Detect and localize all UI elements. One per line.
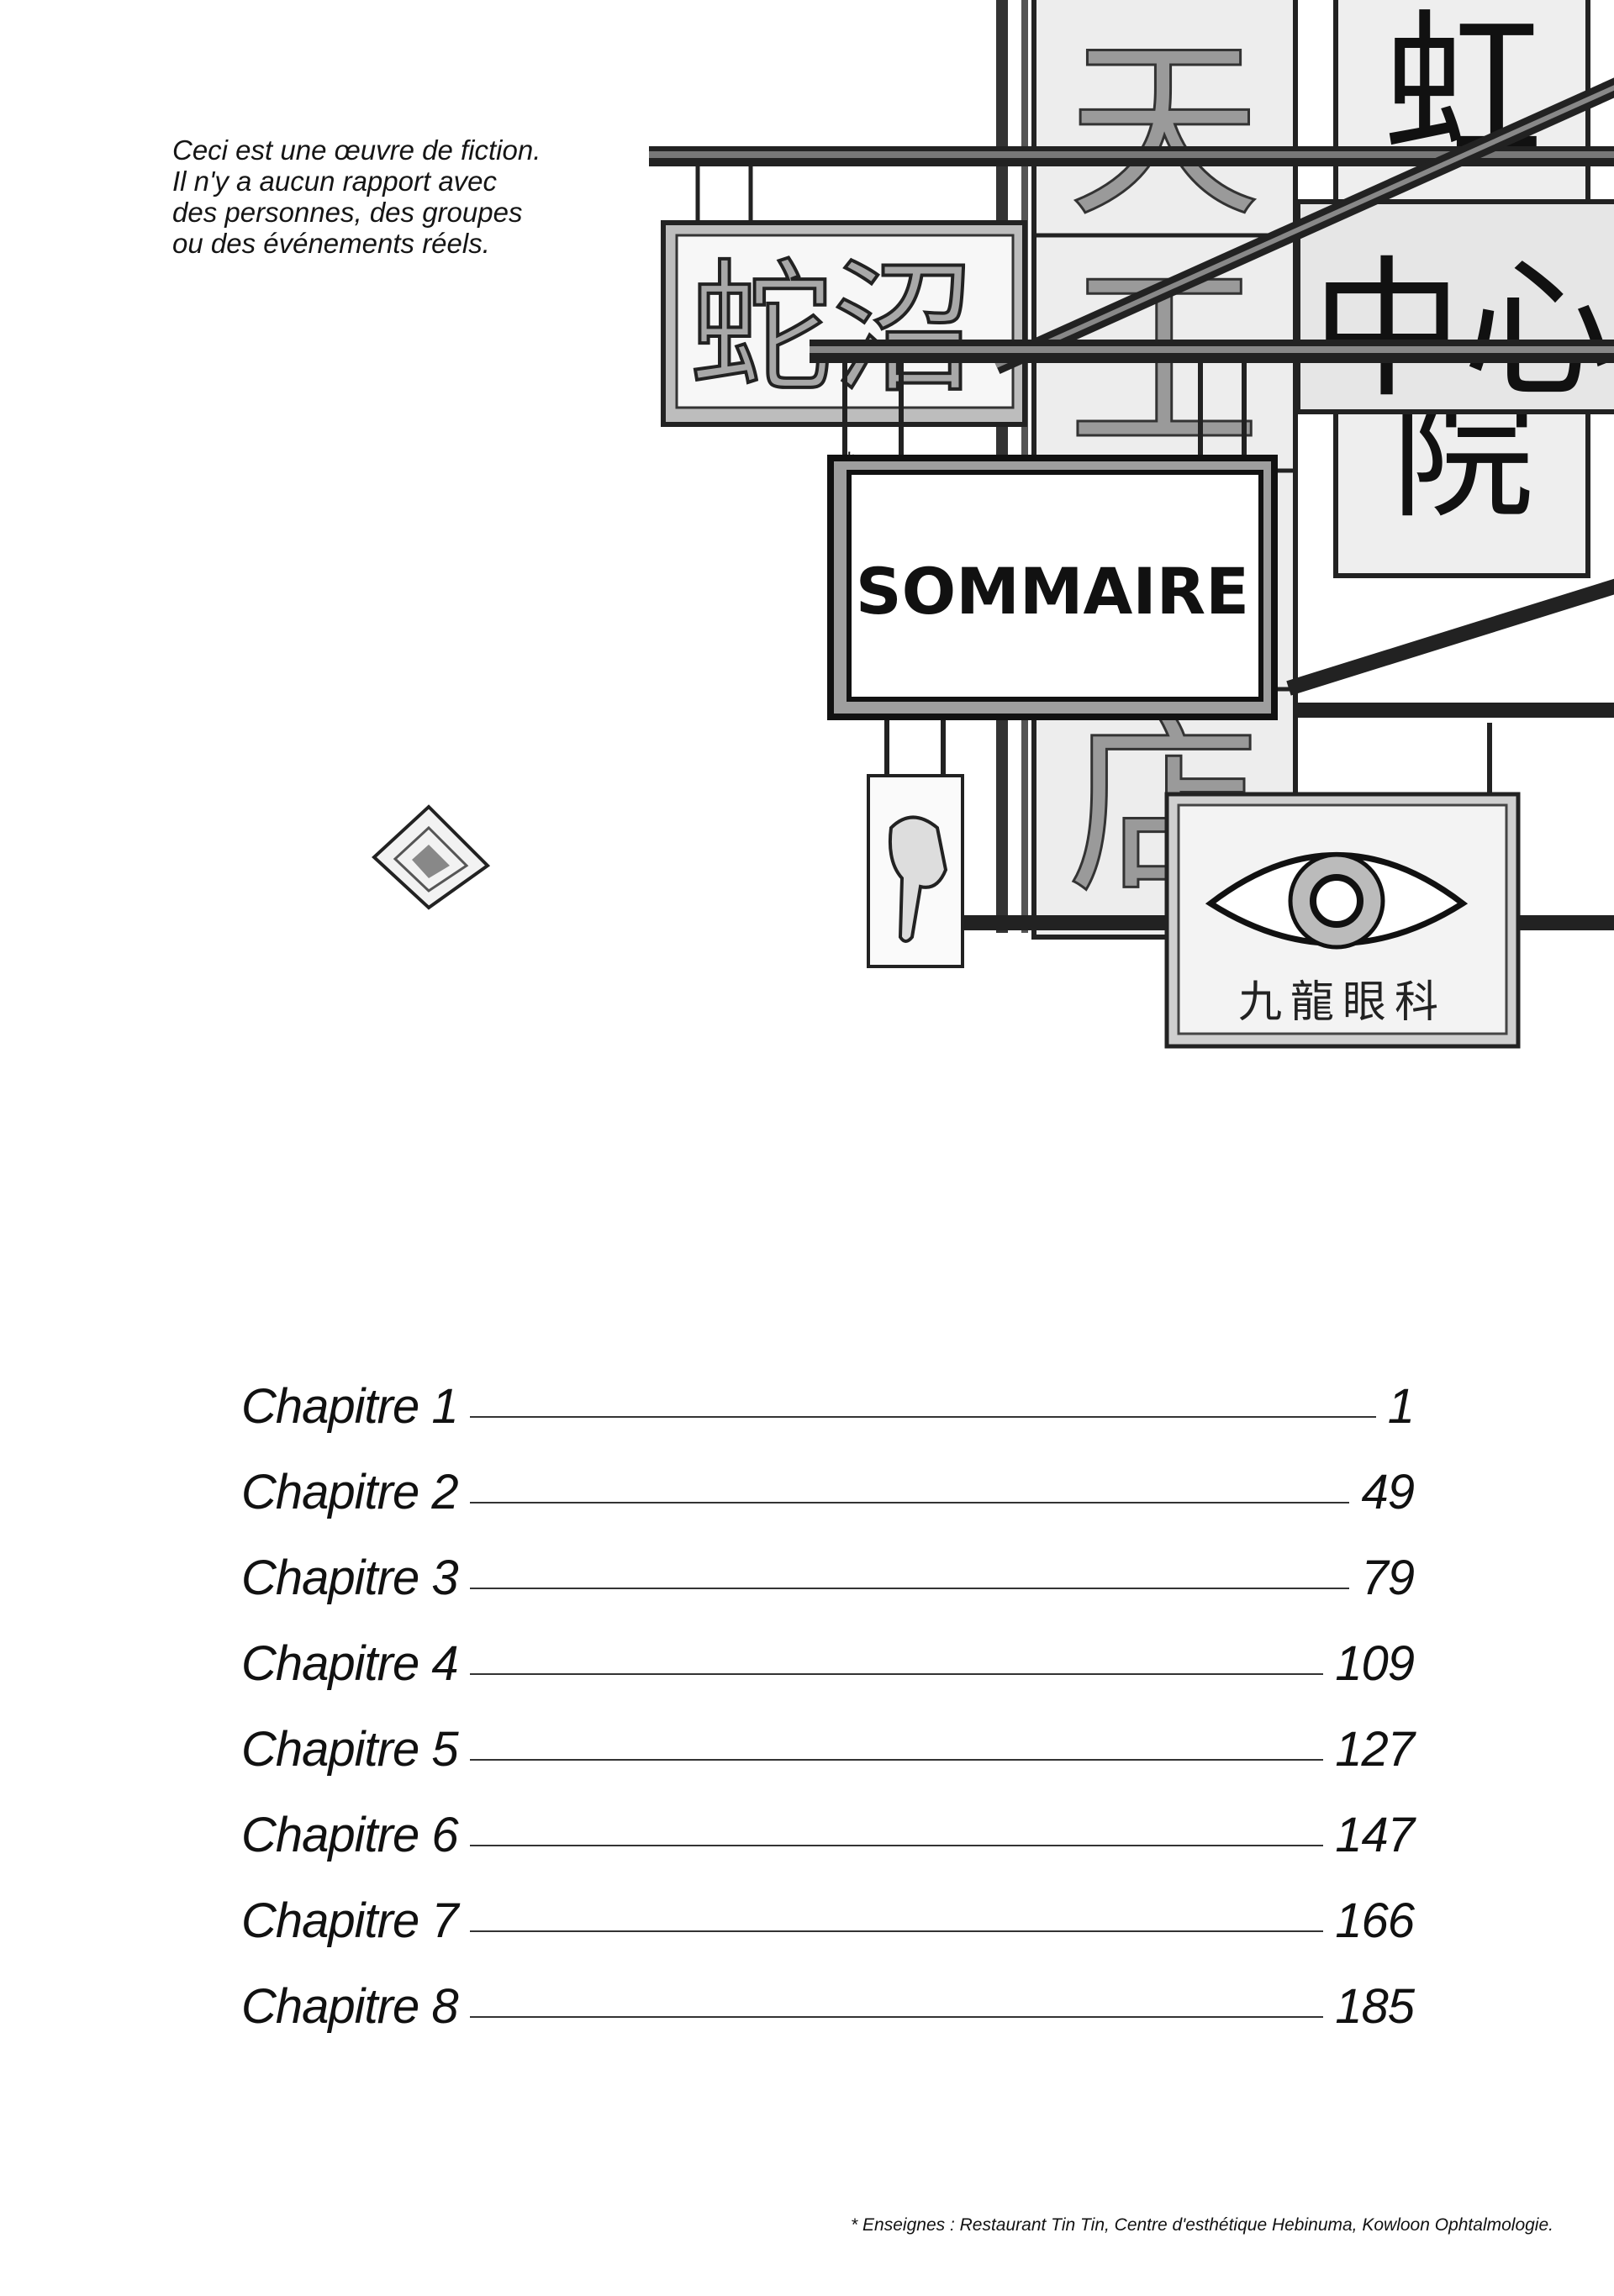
eye-clinic-sign: 九龍眼科	[1164, 792, 1521, 1049]
toc-row[interactable]: Chapitre 3 79	[241, 1550, 1415, 1635]
toc-row[interactable]: Chapitre 6 147	[241, 1807, 1415, 1893]
toc-row[interactable]: Chapitre 7 166	[241, 1893, 1415, 1978]
center-sign: 中心	[1295, 199, 1614, 419]
leader-line	[469, 2016, 1324, 2018]
disclaimer-line: Il n'y a aucun rapport avec	[172, 166, 498, 197]
toc-row[interactable]: Chapitre 5 127	[241, 1721, 1415, 1807]
chapter-label: Chapitre 8	[241, 1979, 459, 2034]
chapter-label: Chapitre 7	[241, 1893, 459, 1948]
leader-line	[469, 1502, 1350, 1503]
chapter-label: Chapitre 1	[241, 1379, 459, 1434]
chapter-label: Chapitre 6	[241, 1808, 459, 1862]
diamond-ornament-icon	[372, 804, 491, 910]
signboard-illustration: 天 王 店 虹 院 中心 蛇沼	[372, 0, 1614, 1049]
chapter-page: 185	[1335, 1979, 1415, 2034]
leader-line	[469, 1930, 1324, 1932]
toc-row[interactable]: Chapitre 4 109	[241, 1635, 1415, 1721]
pointing-hand-icon	[888, 815, 948, 943]
footnote-asterisk: *	[844, 446, 854, 477]
title-sign: * SOMMAIRE	[827, 446, 1278, 720]
table-of-contents: Chapitre 1 1 Chapitre 2 49 Chapitre 3 79 Ch…	[241, 1378, 1415, 2064]
chapter-page: 127	[1335, 1722, 1415, 1777]
fiction-disclaimer: Ceci est une œuvre de fiction. Il n'y a …	[172, 134, 541, 259]
chapter-page: 49	[1361, 1465, 1415, 1519]
disclaimer-line: Ceci est une œuvre de fiction.	[172, 134, 541, 166]
chapter-page: 147	[1335, 1808, 1415, 1862]
left-sign: 蛇沼	[661, 220, 1027, 427]
disclaimer-line: ou des événements réels.	[172, 228, 490, 259]
toc-row[interactable]: Chapitre 1 1	[241, 1378, 1415, 1464]
chapter-page: 166	[1335, 1893, 1415, 1948]
chapter-label: Chapitre 5	[241, 1722, 459, 1777]
leader-line	[469, 1416, 1376, 1418]
footnote: * Enseignes : Restaurant Tin Tin, Centre…	[851, 2215, 1553, 2235]
leader-line	[469, 1759, 1324, 1761]
sign-character: 中心	[1311, 243, 1614, 419]
toc-row[interactable]: Chapitre 8 185	[241, 1978, 1415, 2064]
chapter-page: 79	[1361, 1551, 1415, 1605]
chapter-page: 109	[1335, 1636, 1415, 1691]
page-title: SOMMAIRE	[856, 554, 1249, 629]
chapter-label: Chapitre 3	[241, 1551, 459, 1605]
disclaimer-line: des personnes, des groupes	[172, 197, 523, 228]
chapter-page: 1	[1387, 1379, 1415, 1434]
leader-line	[469, 1845, 1324, 1846]
sign-character: 九龍眼科	[1238, 977, 1447, 1028]
leader-line	[469, 1673, 1324, 1675]
sign-character: 蛇沼	[689, 246, 975, 413]
chapter-label: Chapitre 4	[241, 1636, 459, 1691]
sign-character: 天	[1068, 19, 1261, 244]
pointing-hand-sign	[867, 774, 964, 968]
chapter-label: Chapitre 2	[241, 1465, 459, 1519]
toc-row[interactable]: Chapitre 2 49	[241, 1464, 1415, 1550]
eye-icon	[1205, 852, 1469, 950]
leader-line	[469, 1588, 1350, 1589]
